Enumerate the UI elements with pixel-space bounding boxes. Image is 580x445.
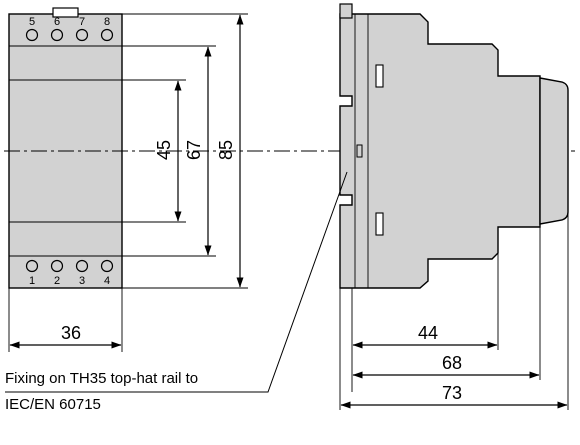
terminal-screw-4 (100, 259, 114, 273)
terminal-label-6: 6 (54, 16, 60, 28)
terminal-screw-6 (50, 28, 64, 42)
side-slot-lower (375, 212, 384, 236)
terminal-screw-5 (25, 28, 39, 42)
side-rail-clip (339, 3, 353, 19)
terminal-label-3: 3 (79, 275, 85, 287)
height-67-label: 67 (184, 140, 204, 160)
terminal-label-7: 7 (79, 16, 85, 28)
front-top-latch (52, 7, 79, 18)
terminal-screw-3 (75, 259, 89, 273)
terminal-screw-8 (100, 28, 114, 42)
side-front-cover (539, 77, 569, 225)
side-view (339, 3, 569, 289)
fixing-note-line2: IEC/EN 60715 (5, 396, 101, 413)
height-extension-lines (122, 13, 248, 289)
side-housing (339, 13, 541, 289)
fixing-note-leader (5, 171, 348, 393)
terminal-label-4: 4 (104, 275, 110, 287)
terminal-label-8: 8 (104, 16, 110, 28)
side-slot-upper (375, 64, 384, 88)
fixing-note-line1: Fixing on TH35 top-hat rail to (5, 370, 199, 387)
front-view: 5 6 7 8 1 2 3 4 (8, 7, 123, 289)
side-center-latch (356, 144, 363, 158)
width-36-label: 36 (61, 323, 81, 343)
height-85-label: 85 (216, 140, 236, 160)
height-45-label: 45 (154, 140, 174, 160)
terminal-screw-2 (50, 259, 64, 273)
depth-44-label: 44 (418, 323, 438, 343)
terminal-screw-1 (25, 259, 39, 273)
depth-68-label: 68 (442, 353, 462, 373)
terminal-screw-7 (75, 28, 89, 42)
terminal-label-2: 2 (54, 275, 60, 287)
terminal-label-1: 1 (29, 275, 35, 287)
depth-73-label: 73 (442, 383, 462, 403)
terminal-label-5: 5 (29, 16, 35, 28)
